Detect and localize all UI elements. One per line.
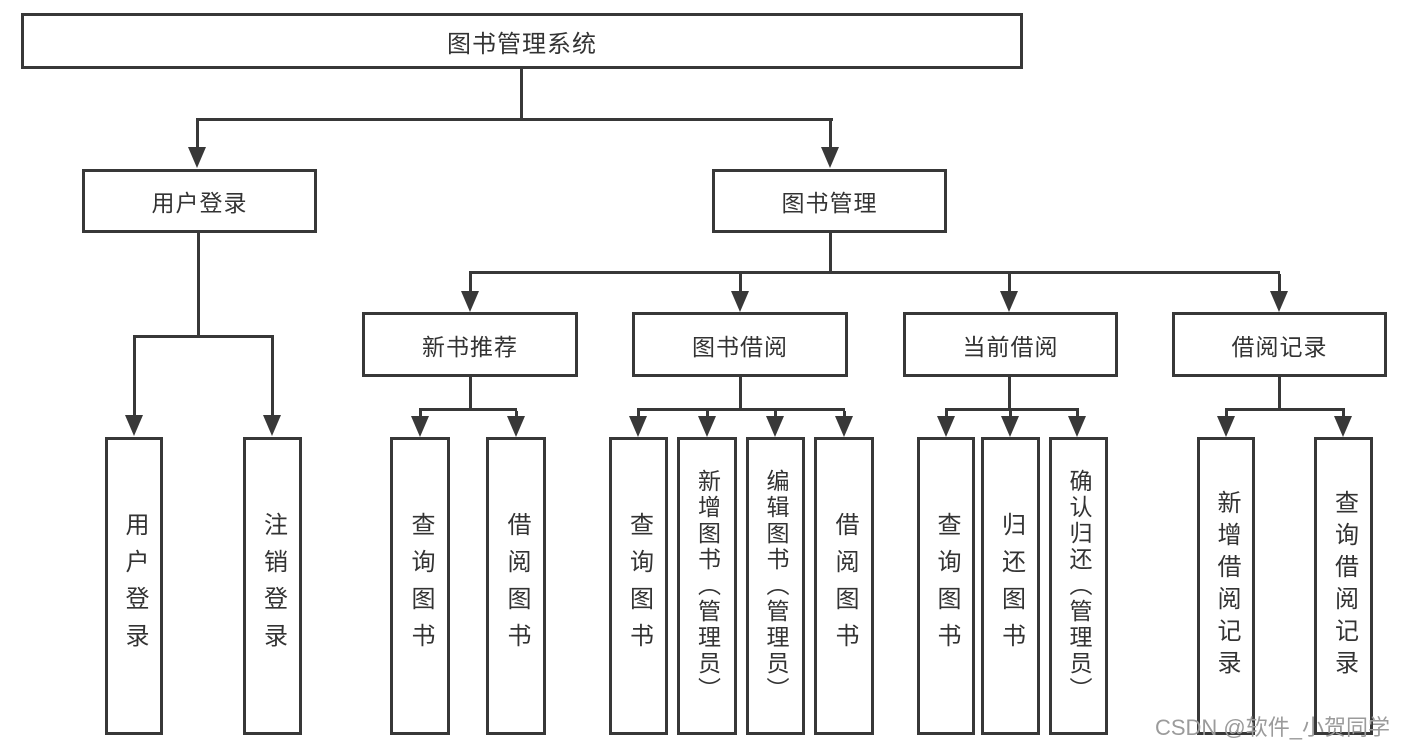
arrowhead-leaf-logout <box>263 415 281 436</box>
watermark: CSDN @软件_小贺同学 <box>1154 715 1390 740</box>
connector-borrow-record-down <box>1278 377 1281 408</box>
node-user-login: 用户登录 <box>82 169 317 233</box>
connector-level3-bar <box>469 271 1280 274</box>
leaf-borrow-query-label: 查询图书 <box>625 512 653 660</box>
arrowhead-g5-1 <box>1217 416 1235 437</box>
leaf-record-query-label: 查询借阅记录 <box>1330 490 1358 682</box>
arrowhead-user-login <box>188 147 206 168</box>
leaf-user-login-label: 用户登录 <box>121 512 148 660</box>
connector-book-mgmt-down <box>829 233 832 271</box>
arrowhead-book-borrow <box>731 291 749 312</box>
leaf-confirm-return-admin-label: 确认归还（管理员） <box>1066 469 1092 703</box>
node-borrow-record-label: 借阅记录 <box>1231 333 1328 360</box>
arrowhead-g3-2 <box>698 416 716 437</box>
leaf-logout-label: 注销登录 <box>259 512 287 660</box>
connector-level2-bar <box>196 118 833 121</box>
leaf-logout: 注销登录 <box>243 437 302 735</box>
arrowhead-g2-1 <box>411 416 429 437</box>
leaf-user-login: 用户登录 <box>105 437 163 735</box>
node-borrow-record: 借阅记录 <box>1172 312 1387 377</box>
connector-current-borrow-down <box>1008 377 1011 408</box>
arrowhead-g2-2 <box>507 416 525 437</box>
connector-leaf-logout-stem <box>271 338 274 415</box>
connector-current-borrow-stem <box>1008 274 1011 291</box>
node-current-borrow: 当前借阅 <box>903 312 1118 377</box>
leaf-current-query-label: 查询图书 <box>933 512 960 660</box>
node-new-book: 新书推荐 <box>362 312 578 377</box>
node-new-book-label: 新书推荐 <box>422 333 518 360</box>
leaf-borrow-add-admin: 新增图书（管理员） <box>677 437 737 735</box>
node-book-mgmt: 图书管理 <box>712 169 947 233</box>
node-current-borrow-label: 当前借阅 <box>962 333 1059 360</box>
connector-new-book-stem <box>469 274 472 291</box>
connector-g3-stem-4 <box>843 411 846 417</box>
connector-book-borrow-bar <box>637 408 845 411</box>
node-book-borrow: 图书借阅 <box>632 312 848 377</box>
leaf-record-add-label: 新增借阅记录 <box>1213 490 1240 682</box>
arrowhead-g5-2 <box>1334 416 1352 437</box>
arrowhead-borrow-record <box>1270 291 1288 312</box>
leaf-newbook-borrow: 借阅图书 <box>486 437 546 735</box>
leaf-confirm-return-admin: 确认归还（管理员） <box>1049 437 1108 735</box>
arrowhead-g3-1 <box>629 416 647 437</box>
leaf-newbook-query-label: 查询图书 <box>407 512 434 660</box>
arrowhead-current-borrow <box>1000 291 1018 312</box>
connector-borrow-record-bar <box>1225 408 1345 411</box>
leaf-record-add: 新增借阅记录 <box>1197 437 1255 735</box>
connector-user-login-bar <box>133 335 274 338</box>
arrowhead-g3-4 <box>835 416 853 437</box>
connector-book-borrow-down <box>739 377 742 408</box>
connector-new-book-down <box>469 377 472 408</box>
leaf-current-query: 查询图书 <box>917 437 975 735</box>
connector-new-book-bar <box>419 408 517 411</box>
leaf-newbook-borrow-label: 借阅图书 <box>503 512 530 660</box>
connector-book-mgmt-stem <box>829 121 832 147</box>
arrowhead-g4-3 <box>1068 416 1086 437</box>
leaf-return-book-label: 归还图书 <box>997 512 1025 660</box>
connector-g2-stem-2 <box>515 411 518 417</box>
connector-g3-stem-2 <box>706 411 709 417</box>
connector-g4-stem-3 <box>1076 411 1079 417</box>
leaf-return-book: 归还图书 <box>981 437 1040 735</box>
arrowhead-g4-2 <box>1001 416 1019 437</box>
arrowhead-leaf-login <box>125 415 143 436</box>
leaf-borrow-query: 查询图书 <box>609 437 668 735</box>
node-book-mgmt-label: 图书管理 <box>781 190 878 216</box>
leaf-borrow-edit-admin: 编辑图书（管理员） <box>746 437 805 735</box>
connector-user-login-stem <box>196 121 199 147</box>
leaf-borrow-add-admin-label: 新增图书（管理员） <box>694 469 721 703</box>
leaf-borrow-book-label: 借阅图书 <box>831 512 858 660</box>
connector-user-login-down <box>197 233 200 335</box>
connector-borrow-record-stem <box>1278 274 1281 291</box>
leaf-borrow-edit-admin-label: 编辑图书（管理员） <box>763 469 789 703</box>
connector-g4-stem-1 <box>945 411 948 417</box>
connector-book-borrow-stem <box>739 274 742 291</box>
leaf-newbook-query: 查询图书 <box>390 437 450 735</box>
connector-g2-stem-1 <box>419 411 422 417</box>
connector-g3-stem-3 <box>774 411 777 417</box>
node-book-borrow-label: 图书借阅 <box>692 333 788 360</box>
leaf-record-query: 查询借阅记录 <box>1314 437 1373 735</box>
arrowhead-g3-3 <box>766 416 784 437</box>
node-user-login-label: 用户登录 <box>151 190 248 216</box>
connector-g3-stem-1 <box>637 411 640 417</box>
connector-g4-stem-2 <box>1009 411 1012 417</box>
connector-root-stem <box>520 69 523 118</box>
arrowhead-g4-1 <box>937 416 955 437</box>
node-root-label: 图书管理系统 <box>447 30 597 58</box>
leaf-borrow-book: 借阅图书 <box>814 437 874 735</box>
arrowhead-book-mgmt <box>821 147 839 168</box>
arrowhead-new-book <box>461 291 479 312</box>
connector-leaf-login-stem <box>133 338 136 415</box>
connector-g5-stem-1 <box>1225 411 1228 417</box>
connector-g5-stem-2 <box>1342 411 1345 417</box>
node-root: 图书管理系统 <box>21 13 1023 69</box>
connector-current-borrow-bar <box>945 408 1079 411</box>
